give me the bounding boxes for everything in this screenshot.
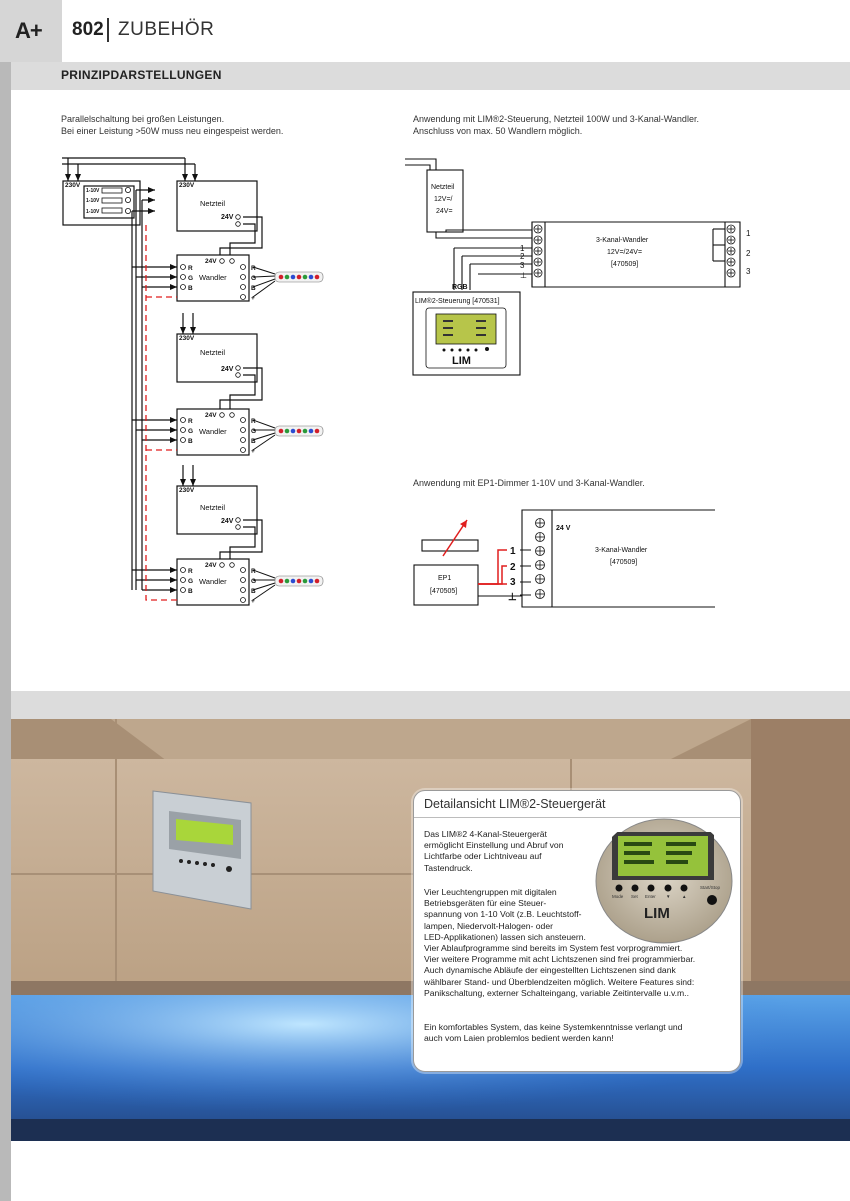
switch-230v-label: 230V	[65, 182, 81, 189]
device-closeup-photo: Mode Set Enter ▼ ▲ Start/Stop LIM	[594, 818, 734, 944]
led-strip	[274, 425, 324, 437]
svg-text:24 V: 24 V	[556, 525, 571, 532]
lim-logo: LIM	[644, 905, 670, 922]
section-band-divider	[11, 691, 850, 719]
svg-text:EP1: EP1	[438, 575, 451, 582]
netzteil-label: Netzteil	[200, 503, 225, 512]
right-diagram-1-caption: Anwendung mit LIM®2-Steuerung, Netzteil …	[413, 114, 699, 136]
svg-text:24V: 24V	[221, 214, 234, 221]
svg-text:⊥: ⊥	[508, 592, 517, 603]
svg-text:+: +	[251, 295, 255, 302]
header-divider	[107, 18, 109, 42]
wandler-label: Wandler	[199, 427, 227, 436]
svg-text:24V: 24V	[205, 258, 217, 265]
svg-text:230V: 230V	[179, 487, 195, 494]
wall-controller	[152, 790, 252, 910]
page-number: 802	[72, 19, 104, 40]
controller-title: LIM®2-Steuerung [470531]	[415, 297, 500, 305]
svg-text:G: G	[188, 428, 193, 435]
svg-text:[470505]: [470505]	[430, 588, 457, 595]
wandler-label: Wandler	[199, 577, 227, 586]
svg-text:3: 3	[520, 261, 525, 270]
infobox-title: Detailansicht LIM®2-Steuergerät	[424, 797, 606, 811]
netzteil-label: Netzteil	[200, 348, 225, 357]
wandler-label: Wandler	[199, 273, 227, 282]
parallel-wiring-diagram: 230V 1-10V 1-10V 1-10V 230V 230V 230V 24…	[62, 157, 751, 608]
svg-text:R: R	[251, 568, 256, 575]
section-band: PRINZIPDARSTELLUNGEN	[11, 62, 850, 90]
svg-text:2: 2	[520, 252, 525, 261]
svg-text:LIM: LIM	[452, 355, 471, 367]
svg-text:230V: 230V	[179, 182, 195, 189]
svg-text:G: G	[251, 428, 256, 435]
svg-text:3-Kanal-Wandler: 3-Kanal-Wandler	[595, 547, 648, 554]
svg-text:B: B	[188, 438, 193, 445]
led-strip	[274, 271, 324, 283]
svg-text:3: 3	[510, 577, 516, 588]
svg-text:[470509]: [470509]	[610, 559, 637, 566]
svg-text:B: B	[188, 285, 193, 292]
band-title: PRINZIPDARSTELLUNGEN	[61, 68, 222, 82]
svg-text:24V=: 24V=	[436, 208, 453, 215]
brand-logo: A+	[0, 0, 62, 62]
right-diagram-2-caption: Anwendung mit EP1-Dimmer 1-10V und 3-Kan…	[413, 478, 645, 488]
svg-text:RGB: RGB	[452, 284, 468, 291]
svg-text:24V: 24V	[205, 412, 217, 419]
section-title: ZUBEHÖR	[118, 19, 215, 40]
svg-text:B: B	[251, 588, 256, 595]
netzteil-label: Netzteil	[200, 199, 225, 208]
infobox-divider	[414, 817, 740, 818]
left-diagram-caption: Parallelschaltung bei großen Leistungen.…	[61, 114, 284, 136]
svg-text:⊥: ⊥	[520, 271, 527, 280]
svg-text:R: R	[188, 265, 193, 272]
svg-text:B: B	[188, 588, 193, 595]
svg-text:B: B	[251, 438, 256, 445]
svg-text:Set: Set	[631, 894, 639, 899]
svg-text:R: R	[251, 265, 256, 272]
svg-text:R: R	[188, 418, 193, 425]
svg-text:1-10V: 1-10V	[86, 198, 100, 204]
svg-text:Netzteil: Netzteil	[431, 184, 455, 191]
svg-text:24V: 24V	[221, 518, 234, 525]
svg-text:12V=/24V=: 12V=/24V=	[607, 249, 642, 256]
svg-text:G: G	[251, 275, 256, 282]
svg-text:R: R	[188, 568, 193, 575]
svg-text:1: 1	[520, 244, 525, 253]
svg-text:Enter: Enter	[645, 894, 656, 899]
svg-text:1-10V: 1-10V	[86, 209, 100, 215]
svg-text:G: G	[251, 578, 256, 585]
svg-text:230V: 230V	[179, 335, 195, 342]
svg-text:24V: 24V	[205, 562, 217, 569]
svg-text:2: 2	[746, 249, 751, 258]
infobox-paragraph-1: Das LIM®2 4-Kanal-Steuergerät ermöglicht…	[424, 829, 564, 873]
lim2-controller-sketch: LIM	[425, 307, 507, 369]
svg-text:+: +	[251, 448, 255, 455]
led-strip	[274, 575, 324, 587]
svg-text:1: 1	[746, 229, 751, 238]
svg-text:Mode: Mode	[612, 894, 624, 899]
svg-text:3: 3	[746, 267, 751, 276]
infobox-paragraph-3: Ein komfortables System, das keine Syste…	[424, 1022, 683, 1044]
svg-text:B: B	[251, 285, 256, 292]
svg-text:▼: ▼	[666, 894, 670, 899]
svg-text:1: 1	[510, 546, 516, 557]
svg-text:▲: ▲	[682, 894, 686, 899]
svg-text:+: +	[251, 598, 255, 605]
svg-text:24V: 24V	[221, 366, 234, 373]
svg-text:2: 2	[510, 562, 516, 573]
svg-text:G: G	[188, 578, 193, 585]
wandler-title: 3-Kanal-Wandler	[596, 237, 649, 244]
svg-text:[470509]: [470509]	[611, 261, 638, 268]
page-edge-bar	[0, 0, 11, 1201]
detail-infobox: Detailansicht LIM®2-Steuergerät Mode Set…	[413, 790, 741, 1072]
infobox-paragraph-2: Vier Leuchtengruppen mit digitalen Betri…	[424, 887, 696, 998]
svg-text:12V=/: 12V=/	[434, 196, 453, 203]
svg-text:Start/Stop: Start/Stop	[700, 885, 721, 890]
svg-text:R: R	[251, 418, 256, 425]
svg-text:G: G	[188, 275, 193, 282]
svg-text:1-10V: 1-10V	[86, 188, 100, 194]
